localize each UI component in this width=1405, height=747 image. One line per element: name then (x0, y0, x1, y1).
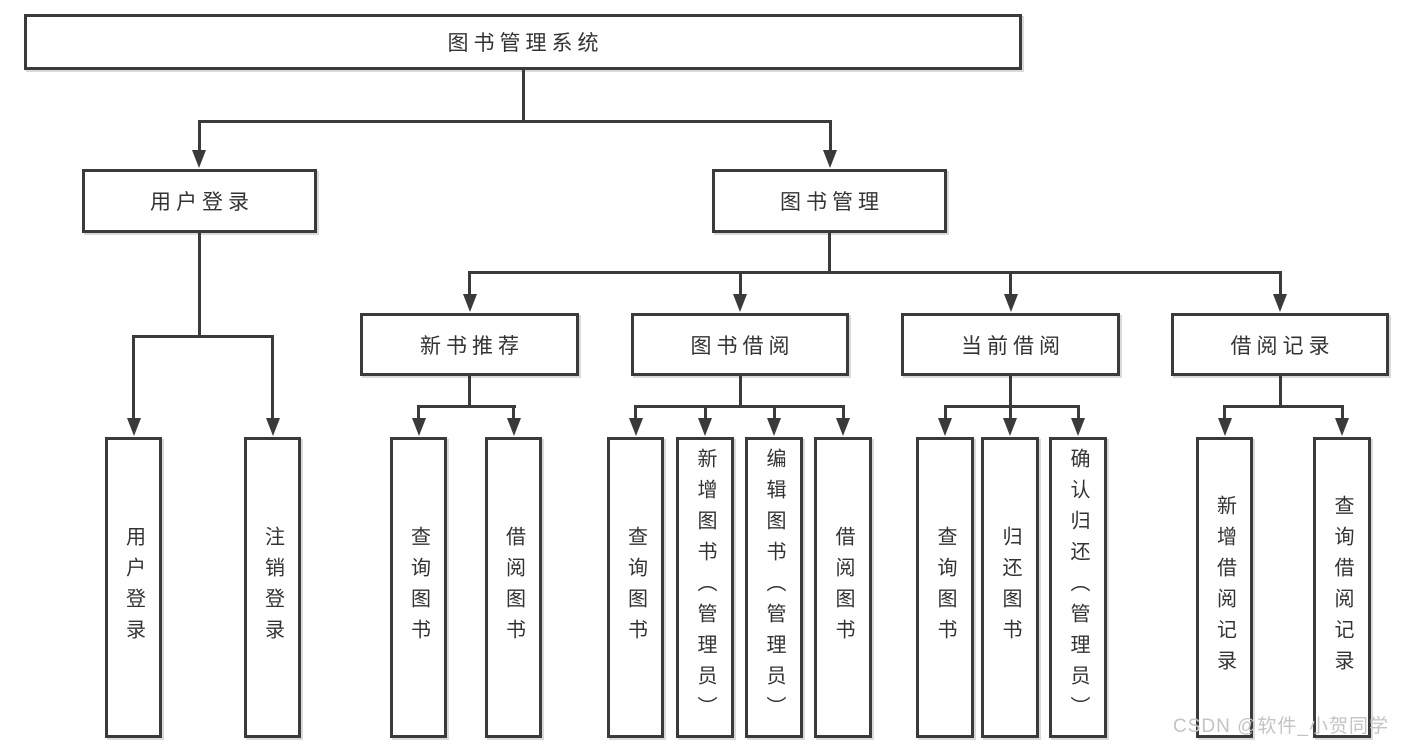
leaf-logout-label: 注销登录 (261, 525, 284, 650)
connector-newbook-drop2 (512, 405, 515, 421)
node-current-borrow-label: 当前借阅 (961, 334, 1065, 358)
node-user-login-label: 用户登录 (150, 191, 254, 214)
node-root: 图书管理系统 (24, 14, 1022, 70)
connector-current-bar (943, 405, 1080, 408)
connector-userlogin-drop1 (132, 335, 135, 421)
leaf-add-borrow-record: 新增借阅记录 (1196, 437, 1253, 738)
arrow-down-icon (1273, 294, 1287, 312)
connector-borrow-drop4 (841, 405, 845, 421)
connector-newbook-stem (468, 376, 471, 408)
leaf-user-login: 用户登录 (105, 437, 162, 738)
node-book-management-label: 图书管理 (780, 191, 884, 214)
arrow-down-icon (698, 418, 712, 436)
connector-newbook-drop1 (417, 405, 420, 421)
connector-bookmgmt-drop3 (1009, 271, 1012, 295)
node-book-borrow-label: 图书借阅 (690, 334, 795, 358)
connector-userlogin-drop2 (271, 335, 274, 421)
leaf-query-books-1: 查询图书 (390, 437, 447, 738)
connector-root-stem (521, 70, 525, 122)
leaf-borrow-books-1: 借阅图书 (485, 437, 542, 738)
connector-root-bar (197, 120, 832, 123)
connector-current-drop1 (943, 405, 947, 421)
leaf-query-borrow-record: 查询借阅记录 (1313, 437, 1371, 738)
leaf-user-login-label: 用户登录 (122, 525, 145, 650)
arrow-down-icon (836, 418, 850, 436)
connector-records-drop1 (1223, 405, 1226, 421)
node-borrow-records-label: 借阅记录 (1230, 334, 1335, 358)
node-new-book-recommend-label: 新书推荐 (420, 334, 524, 358)
arrow-down-icon (1217, 418, 1232, 436)
connector-bookmgmt-drop2 (738, 271, 742, 295)
arrow-down-icon (411, 418, 426, 436)
arrow-down-icon (506, 418, 521, 436)
leaf-logout: 注销登录 (244, 437, 301, 738)
arrow-down-icon (733, 294, 747, 312)
arrow-down-icon (1071, 418, 1085, 436)
node-new-book-recommend: 新书推荐 (360, 313, 579, 376)
connector-userlogin-stem (198, 233, 201, 338)
connector-borrow-drop1 (634, 405, 637, 421)
connector-userlogin-bar (132, 335, 274, 338)
arrow-down-icon (823, 150, 837, 168)
connector-bookmgmt-stem (828, 233, 831, 274)
node-user-login: 用户登录 (82, 169, 317, 233)
node-borrow-records: 借阅记录 (1171, 313, 1389, 376)
node-root-label: 图书管理系统 (447, 32, 604, 55)
connector-bookmgmt-drop1 (468, 271, 471, 295)
arrow-down-icon (1335, 418, 1349, 436)
connector-newbook-bar (417, 405, 516, 408)
arrow-down-icon (1003, 294, 1018, 312)
leaf-return-books-label: 归还图书 (999, 525, 1021, 650)
connector-root-drop-left (197, 120, 201, 152)
connector-bookmgmt-drop4 (1278, 271, 1282, 295)
arrow-down-icon (767, 418, 781, 436)
leaf-borrow-books-2-label: 借阅图书 (832, 525, 854, 650)
connector-borrow-bar (634, 405, 845, 408)
node-current-borrow: 当前借阅 (901, 313, 1120, 376)
leaf-return-books: 归还图书 (981, 437, 1039, 738)
arrow-down-icon (1003, 418, 1017, 436)
node-book-borrow: 图书借阅 (631, 313, 849, 376)
connector-bookmgmt-bar (468, 271, 1282, 274)
connector-current-stem (1009, 376, 1012, 408)
connector-records-drop2 (1340, 405, 1344, 421)
connector-borrow-drop2 (703, 405, 707, 421)
connector-records-bar (1223, 405, 1344, 408)
connector-current-drop3 (1076, 405, 1080, 421)
leaf-query-books-1-label: 查询图书 (407, 525, 430, 650)
watermark: CSDN @软件_小贺同学 (1173, 716, 1389, 737)
connector-borrow-drop3 (772, 405, 776, 421)
leaf-edit-books-admin-label: 编辑图书（管理员） (763, 448, 785, 727)
arrow-down-icon (628, 418, 643, 436)
leaf-query-books-2: 查询图书 (607, 437, 664, 738)
leaf-add-books-admin-label: 新增图书（管理员） (694, 448, 716, 727)
leaf-query-books-3: 查询图书 (916, 437, 974, 738)
connector-root-drop-right (828, 120, 832, 152)
arrow-down-icon (938, 418, 952, 436)
leaf-edit-books-admin: 编辑图书（管理员） (745, 437, 803, 738)
connector-records-stem (1278, 376, 1282, 408)
arrow-down-icon (462, 294, 477, 312)
leaf-confirm-return-admin: 确认归还（管理员） (1049, 437, 1107, 738)
connector-borrow-stem (738, 376, 742, 408)
leaf-query-borrow-record-label: 查询借阅记录 (1331, 494, 1353, 681)
leaf-query-books-2-label: 查询图书 (624, 525, 647, 650)
connector-current-drop2 (1008, 405, 1012, 421)
node-book-management: 图书管理 (712, 169, 947, 233)
leaf-borrow-books-1-label: 借阅图书 (502, 525, 525, 650)
leaf-add-books-admin: 新增图书（管理员） (676, 437, 734, 738)
leaf-borrow-books-2: 借阅图书 (814, 437, 872, 738)
arrow-down-icon (126, 418, 141, 436)
arrow-down-icon (192, 150, 206, 168)
arrow-down-icon (265, 418, 280, 436)
leaf-confirm-return-admin-label: 确认归还（管理员） (1067, 448, 1089, 727)
leaf-query-books-3-label: 查询图书 (934, 525, 956, 650)
leaf-add-borrow-record-label: 新增借阅记录 (1213, 494, 1236, 681)
